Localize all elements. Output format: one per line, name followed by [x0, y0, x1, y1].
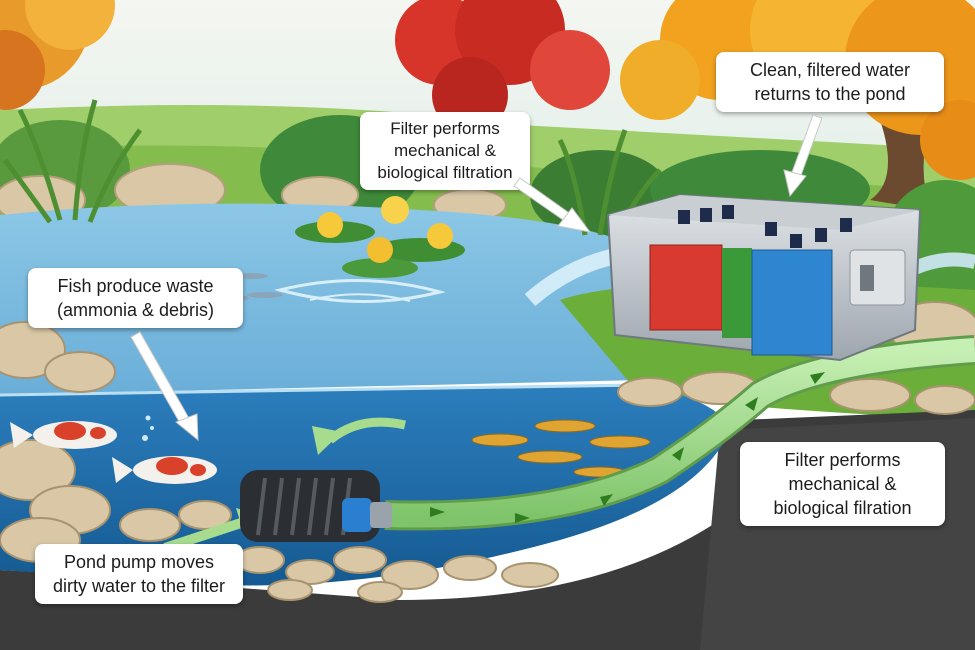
callout-filter-top-line1: Filter performs [390, 119, 500, 138]
callout-filter-top-line3: biological filtration [377, 163, 513, 182]
callout-filter-bottom-line3: biological filration [773, 498, 912, 518]
callout-fish-waste-line1: Fish produce waste [57, 276, 214, 296]
callout-filter-bottom-line2: mechanical & [788, 474, 897, 494]
autumn-tree-left [0, 0, 115, 110]
callout-filter-top: Filter performs mechanical & biological … [360, 112, 530, 190]
callout-filter-top-line2: mechanical & [393, 141, 497, 160]
callout-pump-line1: Pond pump moves [63, 552, 215, 572]
reeds-left [2, 99, 143, 224]
callout-pump-line2: dirty water to the filter [52, 576, 226, 596]
callout-clean-water-line2: returns to the pond [754, 84, 906, 104]
callout-clean-water: Clean, filtered water returns to the pon… [716, 52, 944, 112]
flow-arrows [430, 372, 825, 523]
back-rocks [0, 163, 507, 225]
callout-filter-bottom: Filter performs mechanical & biological … [740, 442, 945, 526]
koi-fish-2 [112, 456, 217, 484]
filter-rocks [617, 301, 975, 415]
bottom-rocks [119, 500, 559, 603]
water-lilies [295, 196, 465, 278]
pond-pump [240, 470, 392, 542]
orange-tree-right [620, 0, 975, 210]
small-fish-school [471, 419, 651, 478]
filter-box [606, 193, 922, 362]
pump-intake-arrow [163, 515, 252, 553]
callout-fish-waste-line2: (ammonia & debris) [56, 300, 215, 320]
callout-clean-water-line1: Clean, filtered water [749, 60, 911, 80]
callout-pump: Pond pump moves dirty water to the filte… [35, 544, 243, 604]
callout-filter-bottom-line1: Filter performs [784, 450, 901, 470]
callout-fish-waste: Fish produce waste (ammonia & debris) [28, 268, 243, 328]
koi-fish-1 [10, 421, 117, 449]
